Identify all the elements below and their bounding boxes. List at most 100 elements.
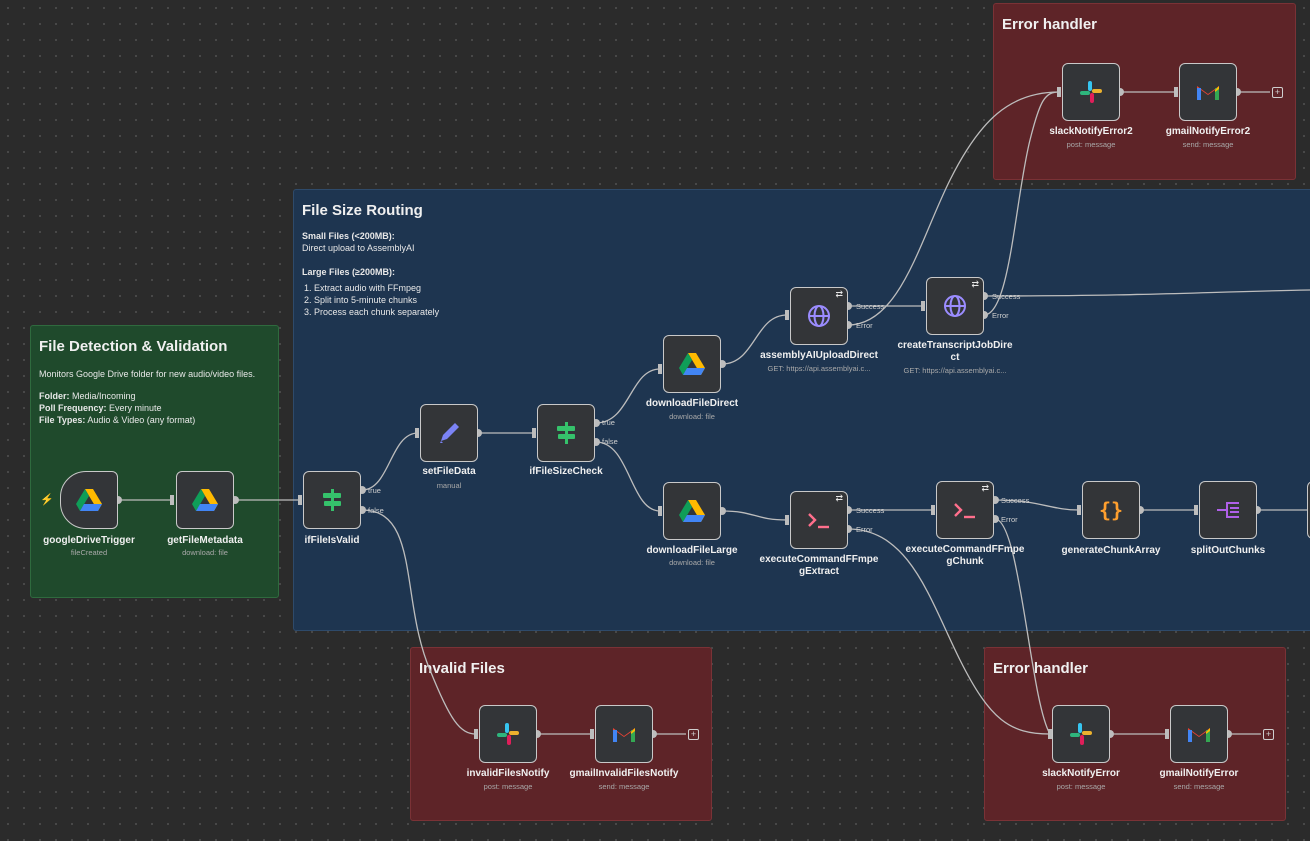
node-set-file-data[interactable] (420, 404, 478, 462)
port-error-label: Error (1001, 515, 1018, 524)
node-gmail-notify-error2[interactable] (1179, 63, 1237, 121)
gmail-icon (1188, 728, 1210, 742)
node-label: downloadFileDirect (645, 398, 739, 409)
node-download-file-large[interactable] (663, 482, 721, 540)
gmail-icon (1197, 86, 1219, 100)
node-label: assemblyAIUploadDirect (760, 350, 878, 361)
node-if-file-size-check[interactable] (537, 404, 595, 462)
node-subtitle: send: message (1173, 782, 1225, 791)
group-file-detection[interactable]: File Detection & Validation Monitors Goo… (30, 325, 279, 598)
terminal-icon (808, 513, 829, 529)
node-get-file-metadata[interactable] (176, 471, 234, 529)
port-success-label: Success (856, 506, 885, 515)
port-error-label: Error (992, 311, 1009, 320)
node-create-transcript-job-direct[interactable]: ⇄ (926, 277, 984, 335)
node-label: slackNotifyError2 (1049, 126, 1133, 137)
port-success-label: Success (992, 292, 1021, 301)
google-drive-icon (76, 488, 102, 511)
google-drive-icon (679, 499, 705, 522)
group-title: File Detection & Validation (39, 338, 228, 355)
large-step: Extract audio with FFmpeg (314, 282, 522, 294)
node-label: gmailInvalidFilesNotify (569, 768, 679, 779)
node-invalid-files-notify[interactable] (479, 705, 537, 763)
node-execute-command-ffmpeg-chunk[interactable]: ⇄ (936, 481, 994, 539)
detection-note: Monitors Google Drive folder for new aud… (39, 368, 274, 426)
node-subtitle: manual (436, 481, 462, 490)
node-subtitle: GET: https://api.assemblyai.c... (903, 366, 1007, 375)
slack-icon (1080, 81, 1102, 103)
port-false-label: false (368, 506, 384, 515)
types-label: File Types: (39, 415, 86, 425)
globe-icon (808, 305, 830, 327)
node-label: googleDriveTrigger (43, 535, 135, 546)
add-node-button[interactable]: + (1263, 729, 1274, 740)
poll-value: Every minute (109, 403, 162, 413)
group-title: Error handler (993, 660, 1089, 677)
large-step: Split into 5-minute chunks (314, 294, 522, 306)
port-success-label: Success (856, 302, 885, 311)
retry-arrow-icon: ⇄ (981, 483, 989, 493)
google-drive-icon (192, 488, 218, 511)
node-label: getFileMetadata (167, 535, 243, 546)
node-label: ifFileSizeCheck (529, 466, 603, 477)
group-title: Invalid Files (419, 660, 505, 677)
node-label: gmailNotifyError2 (1165, 126, 1251, 137)
node-label: executeCommandFFmpe gExtract (759, 554, 879, 577)
node-execute-command-ffmpeg-extract[interactable]: ⇄ (790, 491, 848, 549)
node-label: generateChunkArray (1061, 545, 1161, 556)
trigger-bolt-icon: ⚡ (40, 494, 54, 506)
folder-value: Media/Incoming (72, 391, 136, 401)
node-label: createTranscriptJobDire ct (897, 340, 1013, 363)
poll-label: Poll Frequency: (39, 403, 107, 413)
node-slack-notify-error2[interactable] (1062, 63, 1120, 121)
group-title: Error handler (1002, 16, 1098, 33)
node-if-file-is-valid[interactable] (303, 471, 361, 529)
add-node-button[interactable]: + (688, 729, 699, 740)
node-assemblyai-upload-direct[interactable]: ⇄ (790, 287, 848, 345)
node-label: setFileData (422, 466, 476, 477)
node-google-drive-trigger[interactable] (60, 471, 118, 529)
google-drive-icon (679, 352, 705, 375)
group-title: File Size Routing (302, 202, 423, 219)
large-step: Process each chunk separately (314, 306, 522, 318)
types-value: Audio & Video (any format) (87, 415, 196, 425)
port-success-label: Success (1001, 496, 1030, 505)
node-label: slackNotifyError (1042, 768, 1120, 779)
pencil-icon (440, 423, 459, 443)
node-slack-notify-error[interactable] (1052, 705, 1110, 763)
port-true-label: true (368, 486, 381, 495)
node-label: splitOutChunks (1190, 545, 1266, 556)
port-error-label: Error (856, 321, 873, 330)
node-gmail-notify-error[interactable] (1170, 705, 1228, 763)
node-gmail-invalid-files-notify[interactable] (595, 705, 653, 763)
slack-icon (1070, 723, 1092, 745)
node-subtitle: download: file (182, 548, 228, 557)
code-braces-icon: {} (1098, 498, 1124, 522)
node-subtitle: send: message (1182, 140, 1234, 149)
node-download-file-direct[interactable] (663, 335, 721, 393)
port-false-label: false (602, 437, 618, 446)
if-icon (323, 489, 341, 511)
port-true-label: true (602, 418, 615, 427)
port-error-label: Error (856, 525, 873, 534)
node-generate-chunk-array[interactable]: {} (1082, 481, 1140, 539)
node-label: downloadFileLarge (646, 545, 738, 556)
retry-arrow-icon: ⇄ (835, 289, 843, 299)
detection-description: Monitors Google Drive folder for new aud… (39, 369, 256, 379)
retry-arrow-icon: ⇄ (971, 279, 979, 289)
node-label: invalidFilesNotify (466, 768, 550, 779)
node-label: executeCommandFFmpe gChunk (905, 544, 1025, 567)
split-icon (1217, 502, 1239, 518)
small-files-heading: Small Files (<200MB): (302, 231, 395, 241)
node-label: gmailNotifyError (1159, 768, 1239, 779)
node-split-out-chunks[interactable] (1199, 481, 1257, 539)
terminal-icon (954, 503, 975, 519)
retry-arrow-icon: ⇄ (835, 493, 843, 503)
small-files-text: Direct upload to AssemblyAI (302, 243, 415, 253)
add-node-button[interactable]: + (1272, 87, 1283, 98)
if-icon (557, 422, 575, 444)
globe-icon (944, 295, 966, 317)
gmail-icon (613, 728, 635, 742)
node-label: ifFileIsValid (304, 535, 360, 546)
large-files-heading: Large Files (≥200MB): (302, 267, 395, 277)
